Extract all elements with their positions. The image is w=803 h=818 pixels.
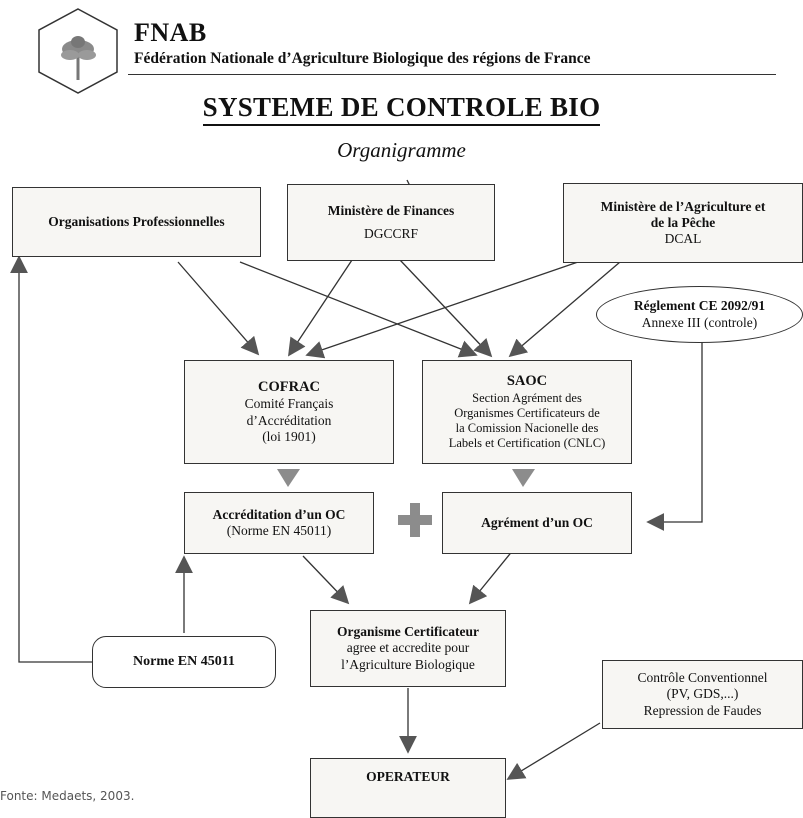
- node-norme-en-45011: Norme EN 45011: [92, 636, 276, 688]
- node-ministere-finances: Ministère de Finances DGCCRF: [287, 184, 495, 261]
- node-sublabel: agree et accredite pour: [346, 640, 470, 656]
- node-sublabel: Section Agrément des: [472, 390, 582, 405]
- node-label-2: de la Pêche: [650, 214, 716, 230]
- node-sublabel-3: la Comission Nacionelle des: [455, 420, 599, 435]
- node-label: Réglement CE 2092/91: [633, 298, 766, 314]
- diagram-subtitle: Organigramme: [337, 138, 466, 162]
- node-sublabel: DGCCRF: [363, 225, 419, 241]
- node-organisme-certificateur: Organisme Certificateur agree et accredi…: [310, 610, 506, 687]
- node-operateur: OPERATEUR: [310, 758, 506, 818]
- node-sublabel-2: Organismes Certificateurs de: [454, 405, 600, 420]
- node-sublabel-4: Labels et Certification (CNLC): [448, 435, 606, 450]
- node-sublabel: Annexe III (controle): [641, 314, 758, 330]
- node-label: Organisme Certificateur: [336, 624, 480, 640]
- node-label: Contrôle Conventionnel: [637, 670, 768, 686]
- node-label: SAOC: [506, 373, 548, 390]
- arrow-minagri-to-saoc: [508, 261, 621, 358]
- node-agrement-oc: Agrément d’un OC: [442, 492, 632, 554]
- header-divider: [128, 74, 776, 75]
- arrow-minagri-to-cofrac: [305, 261, 579, 359]
- arrow-orgpro-to-cofrac: [177, 261, 260, 356]
- node-ministere-agriculture: Ministère de l’Agriculture et de la Pêch…: [563, 183, 803, 263]
- node-label: Ministère de l’Agriculture et: [600, 198, 766, 214]
- node-label: Norme EN 45011: [133, 654, 235, 669]
- node-sublabel-2: d’Accréditation: [246, 412, 332, 428]
- node-sublabel-2: l’Agriculture Biologique: [341, 656, 475, 672]
- arrow-reglement-to-agrement: [646, 327, 703, 531]
- node-sublabel-2: Repression de Faudes: [643, 702, 762, 718]
- brand-name: FNAB: [134, 18, 207, 47]
- source-note: Fonte: Medaets, 2003.: [0, 789, 135, 803]
- node-label: COFRAC: [257, 379, 321, 396]
- node-saoc: SAOC Section Agrément des Organismes Cer…: [422, 360, 632, 464]
- down-triangle-saoc: [512, 469, 535, 487]
- node-controle-conventionnel: Contrôle Conventionnel (PV, GDS,...) Rep…: [602, 660, 803, 729]
- down-triangle-cofrac: [277, 469, 300, 487]
- arrow-orgpro-to-saoc: [239, 261, 478, 358]
- plus-icon: [398, 503, 432, 537]
- arrow-norme-to-orgpro: [9, 255, 92, 663]
- node-sublabel: DCAL: [664, 231, 702, 247]
- node-accreditation-oc: Accréditation d’un OC (Norme EN 45011): [184, 492, 374, 554]
- arrow-controle-to-operateur: [506, 722, 601, 780]
- node-reglement-ce: Réglement CE 2092/91 Annexe III (control…: [596, 286, 803, 343]
- node-label: Accréditation d’un OC: [212, 506, 346, 522]
- node-label: Ministère de Finances: [327, 203, 455, 219]
- node-sublabel: (PV, GDS,...): [666, 686, 739, 702]
- arrow-minfin-to-cofrac: [288, 259, 353, 357]
- diagram-title: SYSTEME DE CONTROLE BIO: [0, 92, 803, 126]
- node-organisations-professionnelles: Organisations Professionnelles: [12, 187, 261, 257]
- node-sublabel: Comité Français: [244, 396, 334, 412]
- node-label: Organisations Professionnelles: [48, 213, 225, 229]
- node-label: Agrément d’un OC: [481, 514, 593, 530]
- fnab-logo-icon: [38, 8, 118, 94]
- arrow-accreditation-to-organisme: [302, 555, 350, 605]
- node-label: OPERATEUR: [366, 769, 450, 784]
- brand-subtitle: Fédération Nationale d’Agriculture Biolo…: [134, 50, 591, 67]
- node-sublabel-3: (loi 1901): [262, 428, 316, 444]
- node-cofrac: COFRAC Comité Français d’Accréditation (…: [184, 360, 394, 464]
- node-sublabel: (Norme EN 45011): [226, 523, 332, 538]
